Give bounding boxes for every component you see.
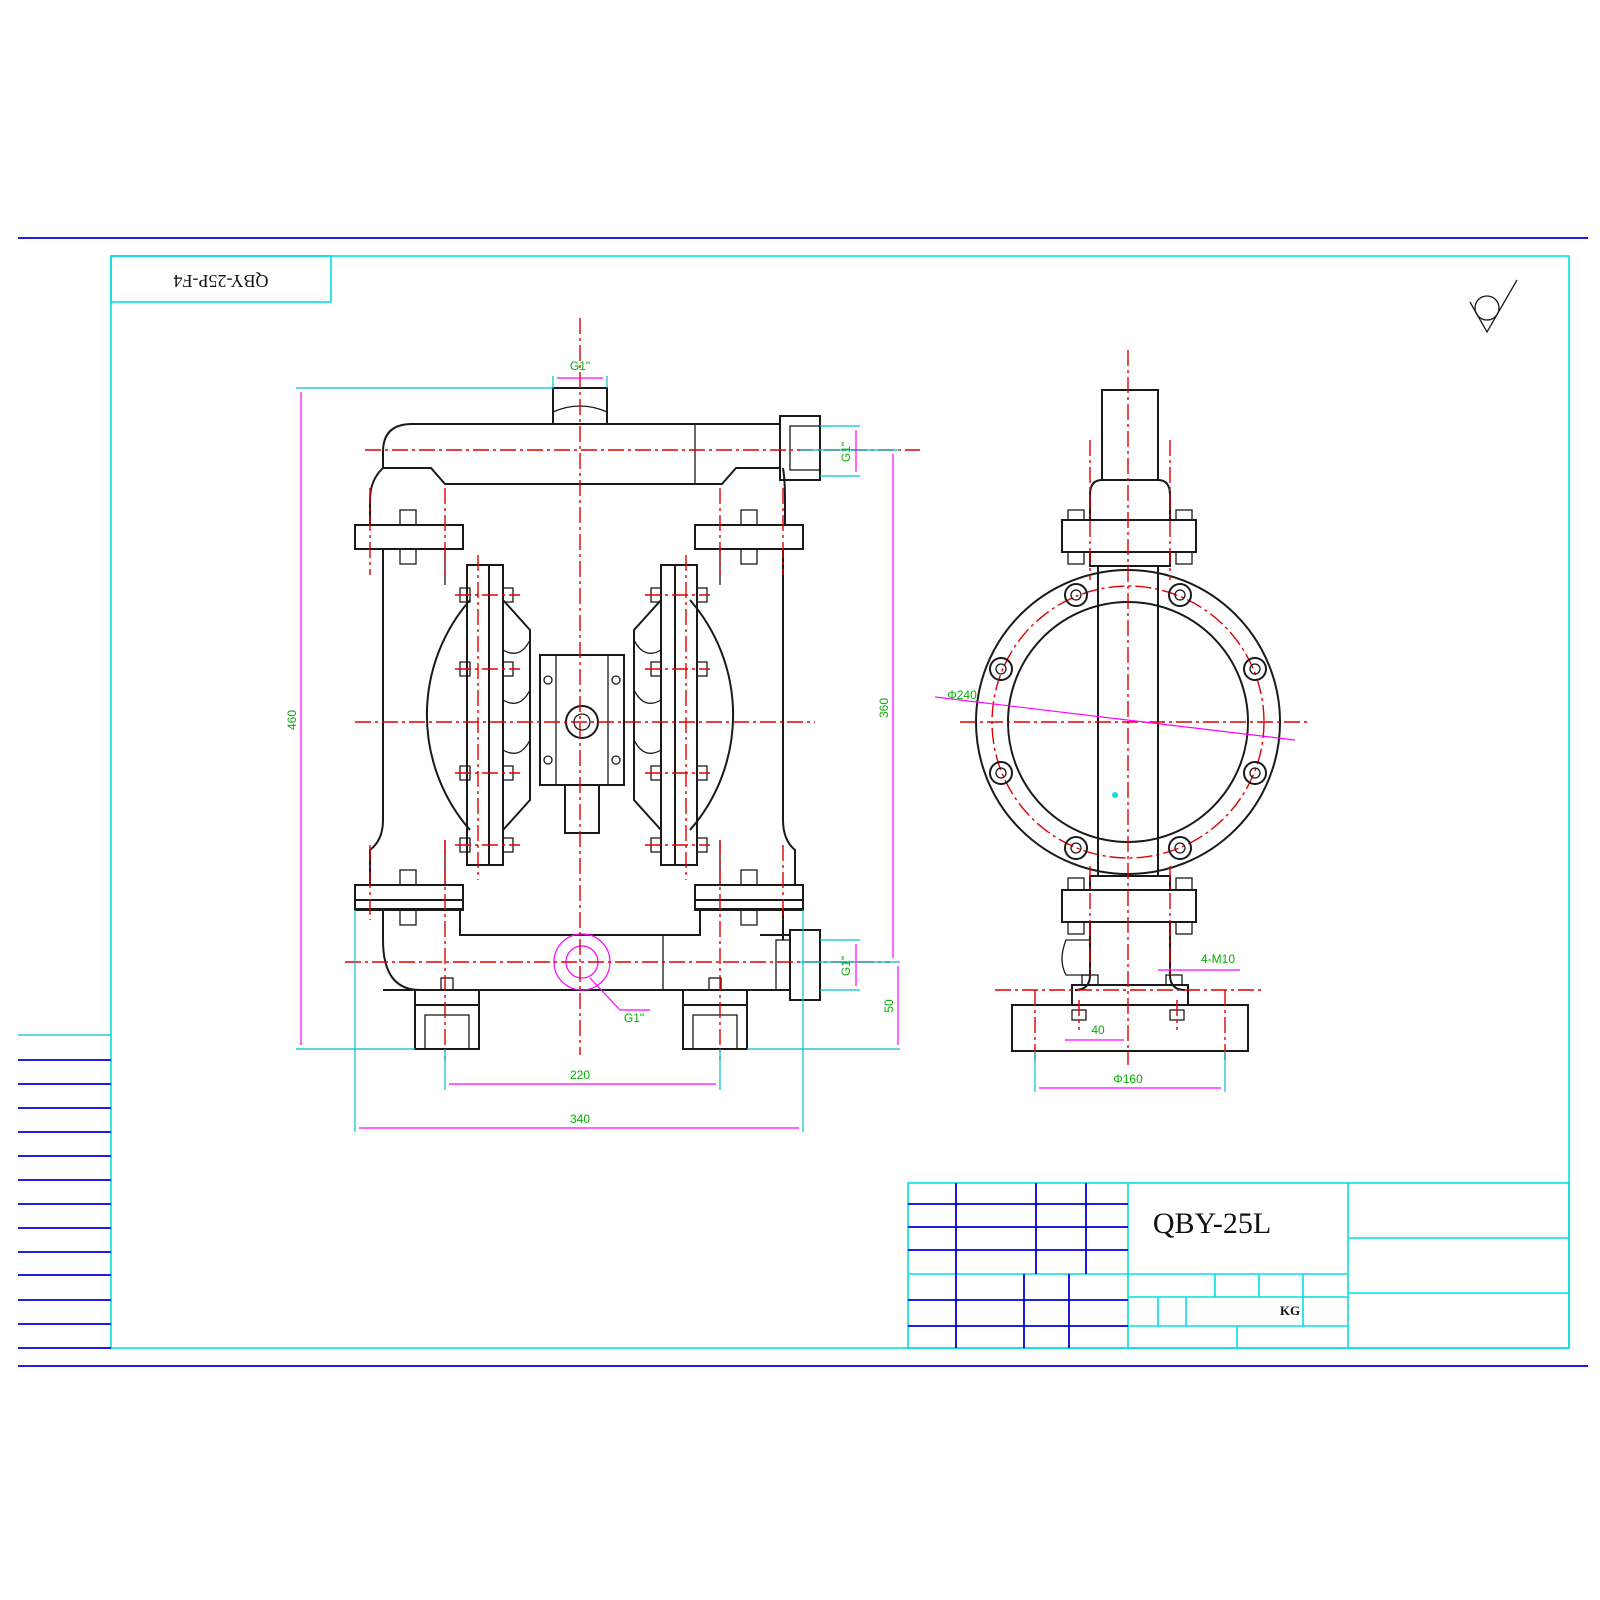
- dim-chamber-diameter: Φ240: [947, 688, 977, 702]
- front-dimensions: [296, 376, 900, 1132]
- drawing-frame: [110, 255, 1570, 1349]
- surface-finish-symbol: [1469, 279, 1518, 334]
- model-name: QBY-25L: [1153, 1207, 1271, 1240]
- unit-label: KG: [1280, 1303, 1300, 1318]
- title-block: [907, 1182, 1570, 1349]
- front-view: [354, 387, 821, 1050]
- dim-base-height: 50: [882, 999, 896, 1013]
- left-margin-table: [18, 1034, 111, 1349]
- side-center-lines: [960, 350, 1310, 1065]
- dim-base-diameter: Φ160: [1113, 1072, 1143, 1086]
- dim-overall-width: 340: [570, 1112, 590, 1126]
- dim-top-port: G1": [570, 359, 590, 373]
- side-dimensions: [934, 696, 1296, 1092]
- front-center-lines: [345, 318, 920, 1060]
- corner-code: QBY-25P-F4: [173, 271, 268, 291]
- corner-code-box: [110, 255, 332, 303]
- dim-overall-height: 460: [285, 710, 299, 730]
- dim-foot-spacing: 220: [570, 1068, 590, 1082]
- dim-base-hole-offset: 40: [1091, 1023, 1105, 1037]
- dim-mount-holes: 4-M10: [1201, 952, 1235, 966]
- dim-side-port-upper: G1": [839, 442, 853, 462]
- dim-bottom-port: G1": [624, 1011, 644, 1025]
- dim-side-port-lower: G1": [839, 956, 853, 976]
- dim-port-distance: 360: [877, 698, 891, 718]
